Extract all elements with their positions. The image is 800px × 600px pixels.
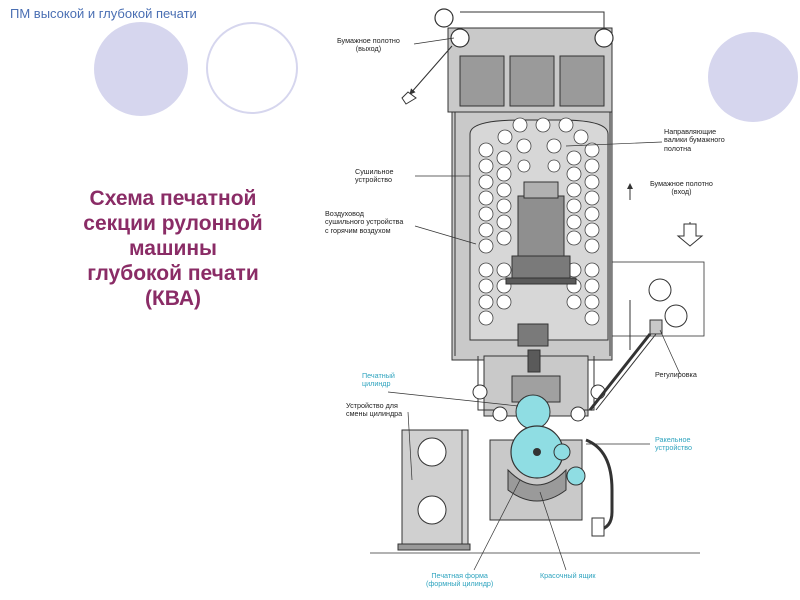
hose-coupling — [591, 517, 605, 537]
label-line: Сушильное — [355, 167, 394, 176]
title-line: секции рулонной — [83, 212, 263, 235]
ink-trough-shape — [507, 468, 567, 502]
label-line: сушильного устройства — [325, 217, 404, 227]
title-line: (КВА) — [144, 287, 202, 310]
label-paper-out: Бумажное полотно (выход) — [337, 36, 400, 54]
impression-cylinder-shape — [515, 394, 551, 430]
label-line: Бумажное полотно — [650, 179, 713, 188]
label-line: Печатная форма — [431, 571, 488, 580]
label-line: Печатный — [362, 371, 395, 380]
web-top — [460, 11, 605, 28]
label-line: Устройство для — [346, 401, 398, 410]
label-cylinder-change: Устройство для смены цилиндра — [346, 401, 403, 419]
label-line: смены цилиндра — [346, 409, 403, 419]
label-line: Ракельное — [655, 435, 691, 444]
top-rollers — [434, 8, 614, 48]
lower-web-rollers — [472, 384, 606, 422]
leader-lines — [387, 37, 681, 571]
decorative-outline-circle — [206, 22, 298, 114]
label-line: с горячим воздухом — [325, 225, 391, 235]
label-guide-rollers: Направляющие валики бумажного полотна — [664, 127, 725, 153]
regulation-rail — [588, 333, 652, 411]
paper-out-arrow — [401, 91, 417, 105]
label-air-duct: Воздуховод сушильного устройства с горяч… — [325, 209, 404, 235]
label-line: (вход) — [671, 187, 692, 197]
paper-in-arrow — [676, 223, 704, 247]
title-line: Схема печатной — [89, 187, 257, 210]
decorative-right-circle — [708, 32, 798, 122]
label-doctor-blade: Ракельное устройство — [655, 435, 693, 453]
slide-header: ПМ высокой и глубокой печати — [10, 6, 197, 21]
title-line: машины — [129, 237, 217, 260]
title-line: глубокой печати — [87, 262, 259, 285]
slide-title: Схема печатной секции рулонной машины гл… — [48, 186, 298, 311]
regulation-block — [649, 319, 663, 335]
label-impression-cylinder: Печатный цилиндр — [362, 371, 395, 389]
decorative-filled-circle — [94, 22, 188, 116]
label-line: (выход) — [355, 44, 382, 54]
label-printing-form: Печатная форма (формный цилиндр) — [426, 571, 494, 589]
label-line: Бумажное полотно — [337, 36, 400, 45]
top-panels — [459, 55, 605, 107]
label-line: цилиндр — [362, 379, 391, 389]
regulation-rail-2 — [595, 333, 657, 411]
web-path — [454, 112, 611, 411]
regulation-rollers — [648, 278, 688, 328]
regulation-frame — [611, 261, 705, 337]
label-line: полотна — [664, 143, 692, 153]
label-line: валики бумажного — [664, 135, 725, 145]
label-ink-trough: Красочный ящик — [540, 571, 596, 580]
label-line: Направляющие — [664, 127, 717, 136]
air-duct — [505, 181, 577, 285]
label-paper-in: Бумажное полотно (вход) — [650, 179, 713, 197]
label-line: Воздуховод — [325, 209, 364, 218]
doctor-blade-hose — [585, 438, 614, 532]
label-dryer: Сушильное устройство — [355, 167, 394, 185]
label-line: устройство — [655, 443, 693, 453]
label-line: (формный цилиндр) — [426, 579, 494, 589]
cylinder-change-device — [397, 429, 471, 551]
label-regulation: Регулировка — [655, 370, 697, 379]
printing-unit — [507, 394, 586, 502]
label-line: устройство — [355, 175, 393, 185]
